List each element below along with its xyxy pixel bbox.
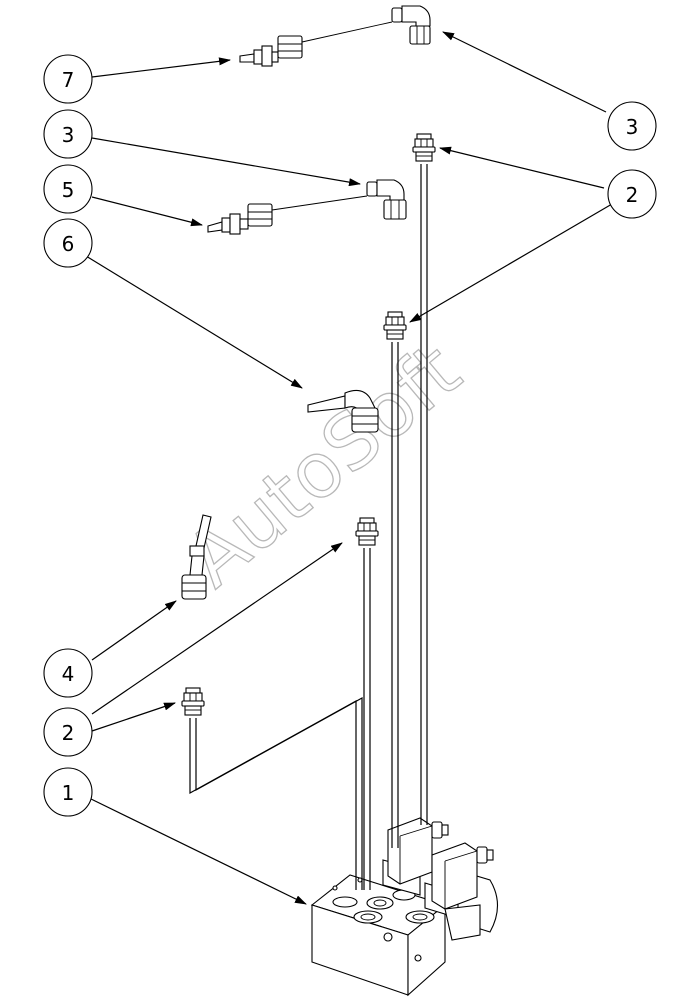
callout-label: 5 [62,178,75,202]
solenoid-coil-front [424,842,494,941]
callout-3-top: 3 [607,101,657,151]
callout-label: 2 [62,721,75,745]
callout-2-top: 2 [607,169,657,219]
callout-2-low: 2 [43,707,93,757]
leader-lines [85,21,613,905]
bent-hose-fitting [307,389,379,433]
adapter-top [412,133,436,162]
straight-connector-top [239,35,303,67]
adapter-mid [355,517,379,546]
callout-7: 7 [43,54,93,104]
callout-5: 5 [43,164,93,214]
callout-label: 3 [62,123,75,147]
callout-label: 1 [62,781,75,805]
elbow-fitting-top [391,5,431,45]
callout-label: 2 [626,183,639,207]
angled-hose-fitting [181,514,212,600]
valve-block [310,874,447,997]
callout-4: 4 [43,648,93,698]
callout-label: 7 [62,68,75,92]
callout-label: 4 [62,662,75,686]
callout-label: 3 [626,115,639,139]
callout-3-mid: 3 [43,109,93,159]
adapter-upper-mid [383,311,407,340]
straight-connector-mid [207,203,273,235]
callout-6: 6 [43,218,93,268]
adapter-low [181,687,205,716]
callout-label: 6 [62,232,75,256]
elbow-fitting-mid [366,179,407,220]
callout-1: 1 [43,767,93,817]
pipes [189,164,428,890]
watermark: AutoSoft [169,326,476,604]
